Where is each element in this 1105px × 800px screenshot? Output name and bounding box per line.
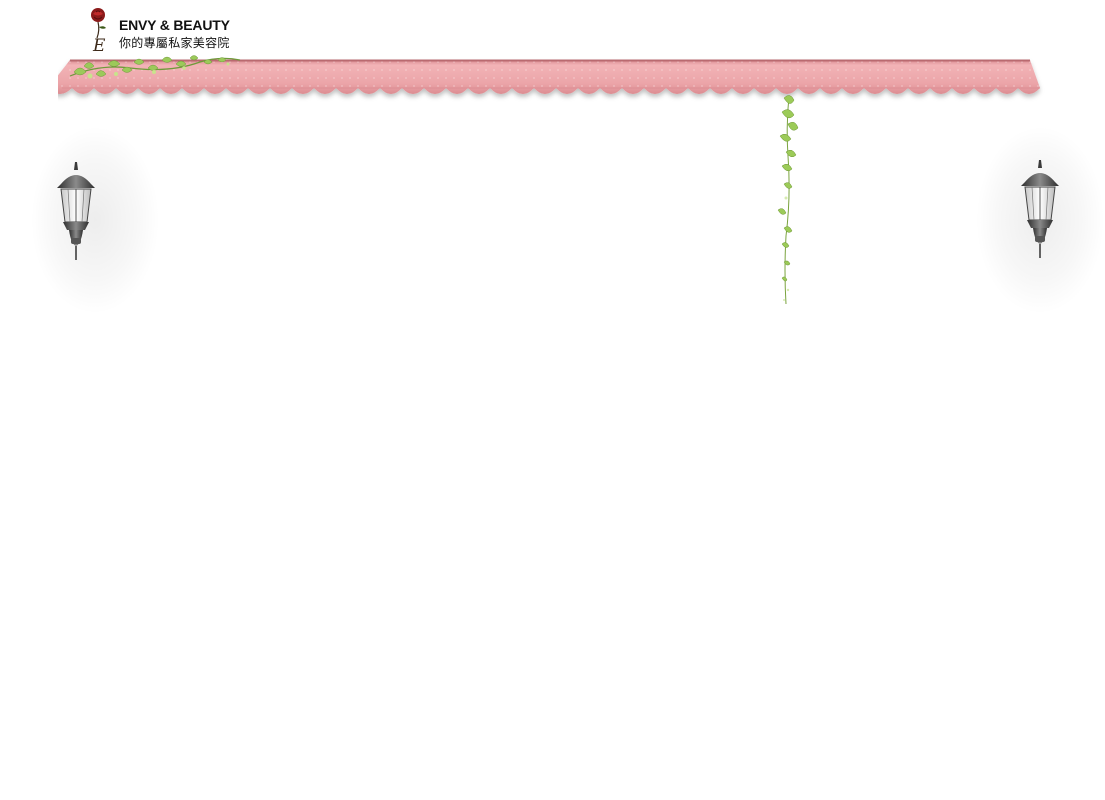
lamp-glow-left — [30, 125, 160, 315]
wall-lamp-left-icon — [57, 162, 95, 260]
svg-text:E: E — [92, 36, 106, 54]
wall-lamp-right-icon — [1021, 160, 1059, 258]
rose-logo-icon: E — [91, 8, 106, 54]
brand-tagline: 你的專屬私家美容院 — [119, 36, 230, 50]
vine-garland-decoration — [69, 55, 241, 79]
hanging-vine-decoration — [777, 95, 799, 305]
brand-name: ENVY & BEAUTY — [119, 17, 230, 33]
brand-logo[interactable]: E ENVY & BEAUTY 你的專屬私家美容院 — [84, 6, 254, 54]
pink-awning — [58, 59, 1040, 94]
